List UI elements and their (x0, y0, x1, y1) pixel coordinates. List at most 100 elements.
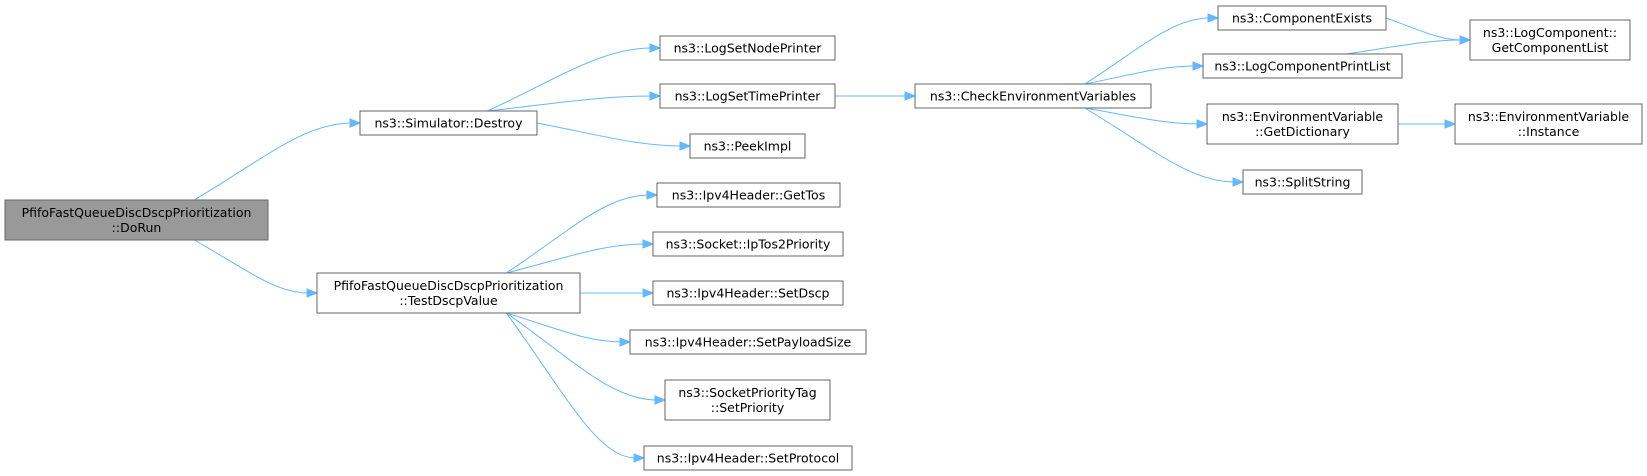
edge-check-env-to-log-print-list (1084, 61, 1205, 85)
node-label: ns3::Socket::IpTos2Priority (666, 237, 831, 252)
edge-dorun-to-sim-destroy (194, 118, 362, 201)
node-log-print-list[interactable]: ns3::LogComponentPrintList (1202, 53, 1403, 79)
edge-test-dscp-to-set-protocol (505, 312, 646, 463)
arrowhead (1207, 13, 1220, 23)
edge-test-dscp-to-set-priority (506, 312, 667, 405)
node-env-instance[interactable]: ns3::EnvironmentVariable::Instance (1454, 103, 1643, 145)
edge-dorun-to-test-dscp (194, 239, 319, 298)
arrowhead (349, 118, 362, 128)
node-label: ns3::EnvironmentVariable (1468, 109, 1630, 124)
arrowhead (1196, 119, 1209, 129)
node-label: ns3::Ipv4Header::GetTos (672, 188, 825, 203)
edge-line (1346, 39, 1463, 55)
node-label: ns3::LogComponent:: (1483, 25, 1617, 40)
node-box (4, 199, 269, 241)
node-label: ns3::EnvironmentVariable (1222, 109, 1384, 124)
arrowhead (633, 453, 646, 463)
node-label: ns3::Simulator::Destroy (375, 116, 524, 131)
node-label: ::DoRun (112, 220, 162, 235)
edge-line (194, 239, 310, 294)
edge-line (1084, 107, 1200, 125)
nodes-layer: PfifoFastQueueDiscDscpPrioritization::Do… (4, 5, 1643, 471)
arrowhead (1232, 177, 1245, 187)
edge-check-env-to-env-dict (1084, 107, 1209, 129)
arrowhead (649, 91, 662, 101)
arrowhead (619, 337, 632, 347)
node-label: PfifoFastQueueDiscDscpPrioritization (334, 278, 564, 293)
node-label: ns3::Ipv4Header::SetDscp (667, 286, 830, 301)
edge-line (506, 312, 658, 401)
node-comp-exists[interactable]: ns3::ComponentExists (1217, 5, 1387, 31)
node-log-node[interactable]: ns3::LogSetNodePrinter (659, 35, 836, 61)
node-set-protocol[interactable]: ns3::Ipv4Header::SetProtocol (643, 445, 853, 471)
node-box (643, 445, 853, 471)
node-log-time[interactable]: ns3::LogSetTimePrinter (659, 83, 836, 109)
node-box (664, 379, 831, 421)
edge-sim-destroy-to-peek (536, 122, 692, 151)
edge-test-dscp-to-set-payload (506, 312, 632, 347)
arrowhead (646, 190, 659, 200)
node-split-string[interactable]: ns3::SplitString (1242, 169, 1363, 195)
edge-log-time-to-check-env (834, 91, 917, 101)
node-set-payload[interactable]: ns3::Ipv4Header::SetPayloadSize (629, 329, 867, 355)
edge-sim-destroy-to-log-node (487, 43, 662, 112)
edge-line (1084, 65, 1196, 85)
node-label: ns3::Ipv4Header::SetPayloadSize (645, 335, 852, 350)
node-box (359, 110, 538, 136)
node-env-dict[interactable]: ns3::EnvironmentVariable::GetDictionary (1206, 103, 1399, 145)
node-set-dscp[interactable]: ns3::Ipv4Header::SetDscp (652, 280, 844, 306)
arrowhead (642, 239, 655, 249)
node-label: ns3::Ipv4Header::SetProtocol (657, 451, 839, 466)
node-box (659, 35, 836, 61)
node-label: ns3::SplitString (1255, 175, 1351, 190)
node-iptos2prio[interactable]: ns3::Socket::IpTos2Priority (652, 231, 844, 257)
node-box (1469, 19, 1631, 61)
node-label: ::Instance (1518, 124, 1580, 139)
node-dorun[interactable]: PfifoFastQueueDiscDscpPrioritization::Do… (4, 199, 269, 241)
arrowhead (1444, 119, 1457, 129)
node-box (689, 133, 806, 159)
node-label: ns3::CheckEnvironmentVariables (930, 89, 1136, 104)
edge-line (506, 312, 623, 343)
node-box (1454, 103, 1643, 145)
node-box (652, 231, 844, 257)
edge-line (536, 122, 683, 147)
node-check-env[interactable]: ns3::CheckEnvironmentVariables (914, 83, 1152, 109)
node-box (656, 182, 841, 208)
edge-check-env-to-comp-exists (1084, 13, 1220, 85)
arrowhead (1192, 61, 1205, 71)
arrowhead (642, 288, 655, 298)
node-set-priority[interactable]: ns3::SocketPriorityTag::SetPriority (664, 379, 831, 421)
node-peek[interactable]: ns3::PeekImpl (689, 133, 806, 159)
node-label: ns3::LogComponentPrintList (1214, 59, 1390, 74)
arrowhead (679, 141, 692, 151)
edge-test-dscp-to-set-dscp (579, 288, 655, 298)
node-get-comp-list[interactable]: ns3::LogComponent::GetComponentList (1469, 19, 1631, 61)
edge-line (487, 95, 653, 112)
edges-layer (194, 13, 1472, 463)
node-test-dscp[interactable]: PfifoFastQueueDiscDscpPrioritization::Te… (316, 272, 581, 314)
edge-env-dict-to-env-instance (1398, 119, 1457, 129)
node-label: ns3::LogSetNodePrinter (674, 41, 823, 56)
node-sim-destroy[interactable]: ns3::Simulator::Destroy (359, 110, 538, 136)
edge-check-env-to-split-string (1084, 107, 1245, 187)
edge-log-print-list-to-get-comp-list (1346, 35, 1472, 55)
node-label: ns3::PeekImpl (704, 139, 792, 154)
arrowhead (904, 91, 917, 101)
edge-line (194, 122, 353, 201)
node-box (1202, 53, 1403, 79)
edge-line (487, 47, 653, 112)
node-box (652, 280, 844, 306)
node-box (1206, 103, 1399, 145)
node-box (914, 83, 1152, 109)
edge-test-dscp-to-iptos2prio (506, 239, 655, 274)
node-box (316, 272, 581, 314)
node-box (659, 83, 836, 109)
node-label: ::TestDscpValue (399, 293, 498, 308)
node-label: ::GetDictionary (1255, 124, 1350, 139)
node-get-tos[interactable]: ns3::Ipv4Header::GetTos (656, 182, 841, 208)
arrowhead (649, 43, 662, 53)
node-label: PfifoFastQueueDiscDscpPrioritization (22, 205, 252, 220)
edge-line (506, 243, 646, 274)
